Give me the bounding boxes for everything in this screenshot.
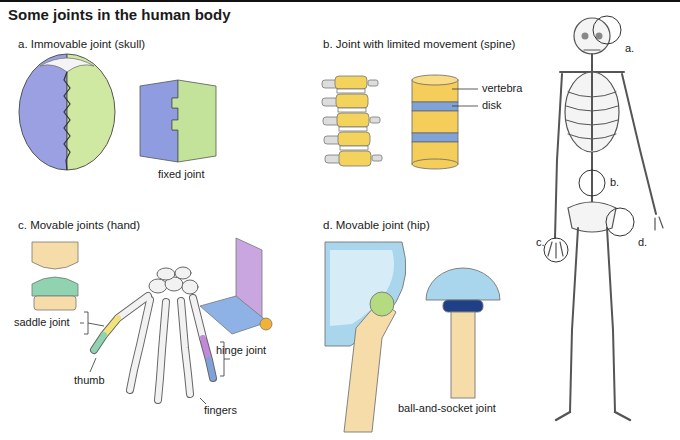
- part-label: ball-and-socket joint: [398, 402, 496, 415]
- part-label: vertebra: [482, 82, 522, 95]
- callout-letter: a.: [625, 42, 634, 55]
- leader-line: [452, 106, 478, 107]
- callout-letter: d.: [638, 236, 647, 249]
- skeleton: [548, 18, 663, 420]
- part-label: hinge joint: [216, 344, 266, 357]
- panel-heading: d. Movable joint (hip): [323, 219, 430, 232]
- hip-illustration: [325, 242, 406, 432]
- panel-heading: c. Movable joints (hand): [18, 219, 140, 232]
- part-label: fixed joint: [158, 168, 204, 181]
- callout-letter: b.: [610, 176, 619, 189]
- panel-heading: a. Immovable joint (skull): [18, 38, 145, 51]
- leader-lines: [80, 312, 230, 404]
- callout-letter: c.: [536, 236, 545, 249]
- part-label: disk: [482, 99, 502, 112]
- panel-heading: b. Joint with limited movement (spine): [323, 38, 515, 51]
- hinge-joint-model: [200, 238, 272, 334]
- skull-top-view: [19, 54, 115, 170]
- top-rule: [0, 0, 680, 2]
- ball-and-socket-model: [426, 268, 500, 398]
- part-label: saddle joint: [14, 316, 70, 329]
- zoom-circles: [544, 16, 634, 262]
- diagram-title: Some joints in the human body: [8, 6, 231, 23]
- spine-vertebrae: [322, 76, 382, 166]
- vertebra-disk-stack: [412, 75, 458, 169]
- part-label: thumb: [74, 374, 105, 387]
- saddle-joint-model: [32, 242, 78, 310]
- leader-line: [452, 89, 478, 90]
- fixed-joint-blocks: [140, 80, 216, 162]
- hand-skeleton: [94, 267, 213, 400]
- part-label: fingers: [204, 404, 237, 417]
